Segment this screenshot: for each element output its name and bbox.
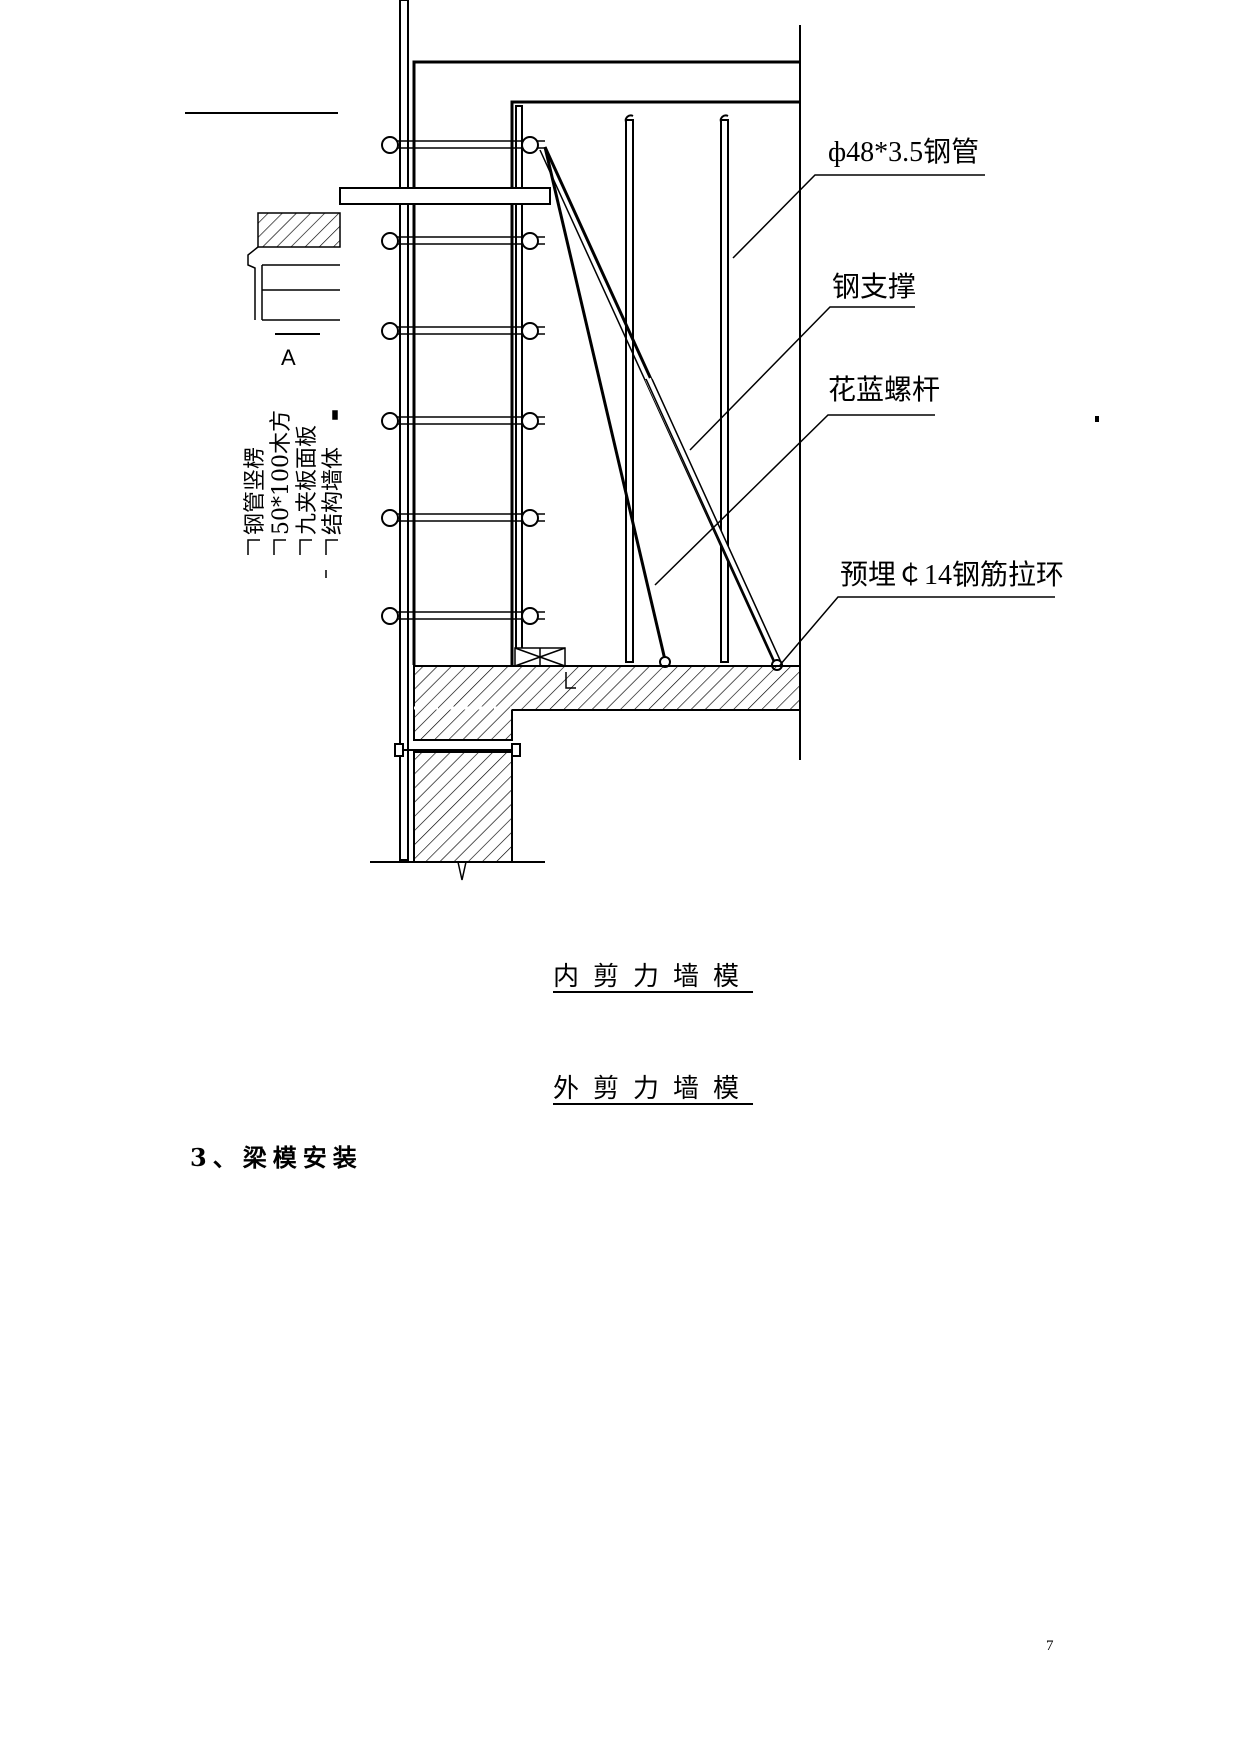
callout-embedded-ring: 预埋￠14钢筋拉环 bbox=[840, 559, 1064, 591]
page-number: 7 bbox=[1046, 1638, 1054, 1654]
section-mark-A: A bbox=[281, 345, 296, 370]
leader-lines bbox=[654, 174, 1055, 666]
callout-steel-pipe: ф48*3.5钢管 bbox=[828, 136, 979, 168]
vlabel-timber: 50*100木方 bbox=[269, 410, 294, 535]
vlabel-plywood: 九夹板面板 bbox=[295, 425, 320, 535]
callout-steel-support: 钢支撑 bbox=[832, 271, 916, 303]
concrete-column bbox=[370, 743, 545, 881]
diagonal-braces bbox=[539, 146, 783, 671]
vertical-label-brackets bbox=[247, 410, 338, 578]
formwork-section-drawing: A 钢管竖楞 50*100木方 九夹板面板 结构墙体 bbox=[185, 0, 1099, 881]
tie-rods bbox=[390, 140, 545, 620]
caption-outer-shear-wall: 外剪力墙模 bbox=[553, 1074, 754, 1104]
vertical-labels: 钢管竖楞 50*100木方 九夹板面板 结构墙体 bbox=[243, 410, 346, 535]
caption-inner-shear-wall: 内剪力墙模 bbox=[553, 962, 754, 992]
formwork-outline bbox=[412, 25, 801, 760]
inner-steel-pipes bbox=[624, 114, 729, 663]
callout-turnbuckle: 花蓝螺杆 bbox=[828, 374, 940, 406]
section-heading: 3、梁模安装 bbox=[190, 1143, 363, 1172]
vlabel-wall: 结构墙体 bbox=[321, 447, 346, 535]
horizontal-walkway-beam bbox=[339, 187, 551, 205]
slab-detail bbox=[247, 212, 341, 335]
vlabel-steel-pipe: 钢管竖楞 bbox=[243, 447, 268, 535]
stray-mark bbox=[1095, 416, 1099, 422]
outer-steel-pipe bbox=[399, 0, 409, 861]
clamps bbox=[381, 136, 539, 625]
floor-slab bbox=[413, 665, 801, 741]
